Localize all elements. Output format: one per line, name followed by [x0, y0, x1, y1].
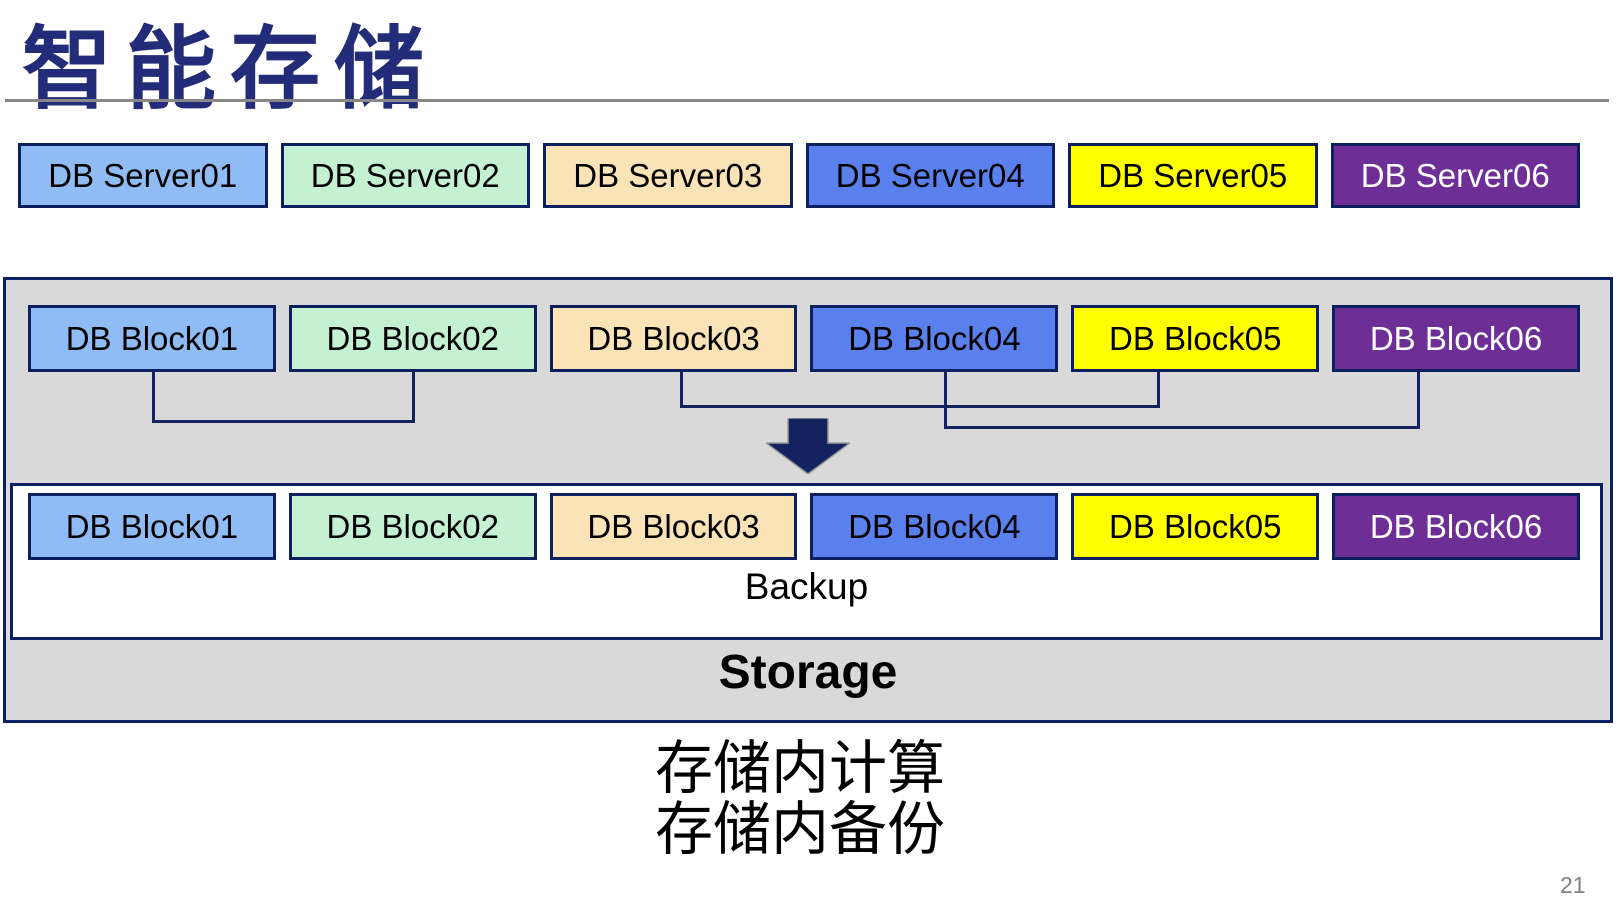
connector-block03-block05 [680, 370, 1160, 408]
connector-block01-block02 [152, 370, 415, 423]
caption-line-backup: 存储内备份 [655, 797, 946, 863]
db-block-row-primary: DB Block01 DB Block02 DB Block03 DB Bloc… [28, 305, 1580, 372]
db-block-row-backup: DB Block01 DB Block02 DB Block03 DB Bloc… [28, 493, 1580, 560]
db-block-top-04-box: DB Block04 [810, 305, 1059, 372]
db-block-top-05-box: DB Block05 [1071, 305, 1320, 372]
db-server-row: DB Server01 DB Server02 DB Server03 DB S… [18, 143, 1580, 208]
db-block-top-03-box: DB Block03 [549, 305, 798, 372]
db-block-top-06-box: DB Block06 [1332, 305, 1580, 372]
connector-block04-block06 [944, 370, 1420, 429]
db-block-bottom-02-box: DB Block02 [288, 493, 537, 560]
down-arrow-icon [766, 418, 850, 474]
db-server-02-box: DB Server02 [280, 143, 530, 208]
db-block-bottom-06-box: DB Block06 [1332, 493, 1580, 560]
db-block-bottom-01-box: DB Block01 [28, 493, 276, 560]
db-block-bottom-05-box: DB Block05 [1071, 493, 1320, 560]
caption-line-compute: 存储内计算 [655, 736, 946, 801]
db-block-top-02-box: DB Block02 [288, 305, 537, 372]
db-server-05-box: DB Server05 [1068, 143, 1318, 208]
title-separator-line [5, 99, 1609, 102]
db-server-03-box: DB Server03 [543, 143, 793, 208]
page-title: 智能存储 [22, 20, 438, 120]
db-server-01-box: DB Server01 [18, 143, 268, 208]
db-server-06-box: DB Server06 [1330, 143, 1580, 208]
backup-label: Backup [744, 566, 869, 607]
page-number: 21 [1560, 872, 1586, 898]
db-block-bottom-03-box: DB Block03 [549, 493, 798, 560]
db-block-top-01-box: DB Block01 [28, 305, 276, 372]
db-block-bottom-04-box: DB Block04 [810, 493, 1059, 560]
storage-label: Storage [718, 646, 898, 699]
down-arrow-shape [766, 418, 850, 474]
db-server-04-box: DB Server04 [805, 143, 1055, 208]
caption-block: 存储内计算 存储内备份 [655, 738, 945, 861]
